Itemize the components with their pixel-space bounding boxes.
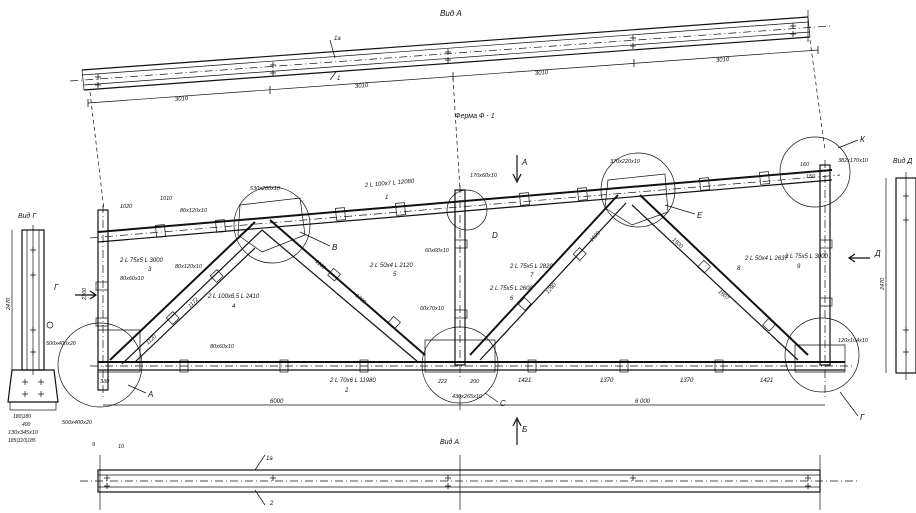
diag-left-2-pos: 3	[148, 267, 152, 273]
dim-2300: 2300	[82, 287, 88, 301]
mark-D-right: Д	[874, 249, 881, 258]
plate-15: 130х345х10	[8, 430, 39, 436]
plate-18: 530х280х10	[250, 186, 281, 192]
top-view-title: Вид А	[440, 9, 462, 18]
top-chord-label: 2 L 100х7 L 12080	[364, 179, 415, 189]
dim-330: 330	[100, 379, 110, 385]
dim-1020: 1020	[120, 204, 133, 210]
plate-24: 120х104х10	[838, 338, 869, 344]
dim-panel-1: 1421	[518, 378, 531, 384]
diag-left-main-pos: 4	[232, 304, 236, 310]
truss-elevation	[57, 136, 860, 408]
diag-mid-left-pos: 5	[393, 272, 397, 278]
left-height-dim: 2470	[6, 297, 12, 311]
left-dim-185: 185|310|185	[8, 438, 36, 444]
diag-mid-left-label: 2 L 50х4 L 2120	[369, 263, 413, 269]
plate-10: 80х60х10	[120, 276, 145, 282]
bottom-chord-label: 2 L 70х6 L 11980	[329, 378, 376, 384]
left-dim-180: 180|180	[13, 414, 31, 420]
dim-span-left: 6000	[270, 399, 284, 405]
dim-panel-3: 1370	[680, 378, 694, 384]
plan-dim-2: 3010	[355, 83, 369, 90]
plan-pos-1: 1	[337, 76, 340, 82]
mark-G-left: Г	[54, 283, 59, 292]
left-view-title: Вид Г	[18, 212, 37, 220]
plate-11: 60х60х10	[425, 248, 450, 254]
mark-E: Е	[697, 211, 703, 220]
dim-panel-4: 1421	[760, 378, 773, 384]
mark-V: В	[332, 243, 338, 252]
dim-150: 150	[806, 174, 816, 180]
right-side-view: Вид Д 2470	[880, 157, 916, 380]
plate-20: 170х60х10	[470, 173, 498, 179]
dim-1010: 1010	[160, 196, 173, 202]
bottom-view-title: Вид А	[440, 438, 459, 446]
plan-dim-3: 3010	[535, 70, 549, 77]
projection-lines	[89, 39, 826, 211]
mark-C: С	[500, 399, 506, 408]
dim-200: 200	[469, 379, 480, 385]
plan-dim-1: 3010	[175, 96, 189, 103]
plate-19: 80х120х10	[180, 208, 208, 214]
dim-1172: 1172	[187, 297, 200, 310]
plate-14: 500х400х20	[62, 420, 93, 426]
left-dim-400: 400	[22, 422, 31, 428]
mark-K: К	[860, 135, 866, 144]
plate-12: 80х60х10	[210, 344, 235, 350]
dim-1507: 1507	[717, 289, 731, 302]
dim-1290: 1290	[545, 282, 558, 296]
dim-1180: 1180	[314, 259, 328, 272]
diag-mid-right-pos: 6	[510, 296, 514, 302]
dim-160: 160	[800, 162, 810, 168]
mark-A-lower: А	[147, 390, 153, 399]
section-marks: А Б Г Д D Е К В А С Г	[54, 135, 881, 445]
diag-left-main-label: 2 L 100х6,5 L 2410	[207, 294, 260, 300]
dim-span-right: 6 000	[635, 399, 651, 405]
member-labels: 2 L 100х7 L 12080 1 2 L 70х6 L 11980 2 2…	[119, 179, 828, 394]
plate-labels: 80х60х10 60х60х10 80х60х10 60х70х10 80х1…	[8, 158, 869, 436]
top-chord-pos: 1	[385, 195, 388, 201]
truss-title: Ферма Ф - 1	[455, 113, 495, 120]
bottom-plan-pos-2: 2	[269, 501, 274, 507]
plate-17: 430х265х10	[452, 394, 483, 400]
plan-dim-4: 3010	[716, 57, 730, 64]
mark-G-right: Г	[860, 413, 865, 422]
diag-right-3-pos: 9	[797, 264, 801, 270]
bottom-pos-10: 10	[118, 444, 125, 450]
dim-1520: 1520	[589, 230, 602, 244]
dim-panel-2: 1370	[600, 378, 614, 384]
diag-right-1-label: 2 L 75х5 L 2820	[509, 264, 553, 270]
diag-right-3-label: 2 L 75х5 L 3000	[784, 254, 828, 260]
plate-16: 80х120х10	[175, 264, 203, 270]
right-view-title: Вид Д	[893, 157, 912, 165]
plan-pos-1a: 1а	[334, 36, 341, 42]
bottom-pos-9: 9	[92, 442, 95, 448]
diag-mid-right-label: 2 L 75х5 L 2600	[489, 286, 533, 292]
left-side-view: Вид Г 2470 180|180 400 185|310|185	[6, 212, 59, 444]
bottom-chord-pos: 2	[344, 388, 349, 394]
mark-D-mid: D	[492, 231, 498, 240]
diag-left-2-label: 2 L 75х5 L 3000	[119, 258, 163, 264]
dimension-labels: 6000 6 000 1421 1370 1370 1421 1010 1020…	[82, 162, 825, 410]
dim-1120: 1120	[145, 333, 158, 346]
plate-21: 370х220х10	[610, 159, 641, 165]
plate-23: 382х170х10	[838, 158, 869, 164]
right-height-dim: 2470	[880, 277, 886, 291]
mark-B: Б	[522, 425, 527, 434]
bottom-chord-plan: Вид А 1а 2 9 10	[80, 438, 860, 510]
plate-25: 500х400х20	[46, 341, 77, 347]
bottom-plan-pos-2a: 1а	[266, 456, 273, 462]
diag-right-2-pos: 8	[737, 266, 741, 272]
diag-right-2-label: 2 L 50х4 L 2637	[744, 256, 788, 262]
top-chord-plan: Вид А 3010 3010 3010 3010 1а	[69, 9, 831, 107]
dim-222: 222	[437, 379, 447, 385]
mark-A-upper: А	[521, 158, 527, 167]
plate-13: 60х70х10	[420, 306, 445, 312]
diag-right-1-pos: 7	[530, 273, 534, 279]
